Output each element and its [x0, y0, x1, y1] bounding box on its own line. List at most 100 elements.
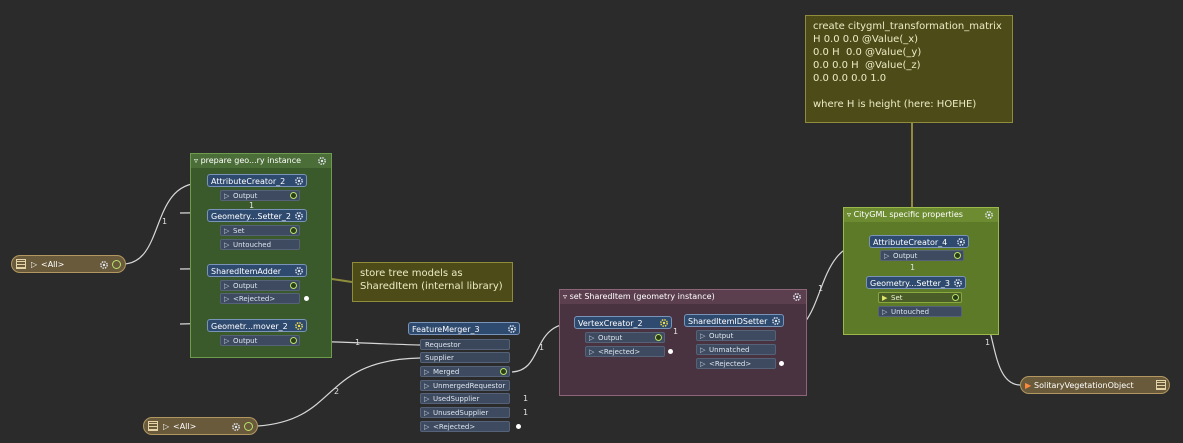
link-count: 1 — [523, 394, 529, 403]
port-label: Requestor — [425, 341, 461, 349]
port-label: Output — [233, 337, 258, 345]
play-arrow-icon[interactable]: ▷ — [163, 422, 170, 431]
gear-icon[interactable] — [294, 266, 304, 276]
annotation-tree-models[interactable]: store tree models as SharedItem (interna… — [352, 262, 513, 302]
port-label: <Rejected> — [598, 348, 641, 356]
transformer-geometryremover-2[interactable]: Geometr...mover_2 — [207, 319, 307, 332]
inspect-icon[interactable] — [290, 337, 297, 344]
bookmark-header[interactable]: ▿ prepare geo...ry instance — [191, 154, 331, 168]
port-output[interactable]: ▷ Output — [880, 250, 964, 261]
play-arrow-icon: ▷ — [224, 282, 230, 290]
play-arrow-icon: ▷ — [884, 252, 890, 260]
gear-icon[interactable] — [294, 211, 304, 221]
transformer-title: Geometr...mover_2 — [211, 322, 288, 331]
reader-label: <All> — [41, 260, 65, 269]
play-arrow-icon[interactable]: ▷ — [31, 260, 38, 269]
gear-icon[interactable] — [99, 260, 109, 270]
writer-solitary-vegetation-object[interactable]: ▶ SolitaryVegetationObject — [1020, 376, 1170, 394]
gear-icon[interactable] — [953, 278, 963, 288]
play-arrow-icon: ▷ — [224, 241, 230, 249]
annotation-transformation-matrix[interactable]: create citygml_transformation_matrix H 0… — [805, 15, 1013, 123]
transformer-shareditemadder[interactable]: SharedItemAdder — [207, 264, 307, 277]
gear-icon[interactable] — [507, 324, 517, 334]
play-arrow-icon[interactable]: ▶ — [1025, 381, 1032, 390]
inspect-icon[interactable] — [290, 227, 297, 234]
port-connector[interactable] — [779, 361, 784, 366]
port-connector[interactable] — [516, 424, 521, 429]
port-label: Output — [598, 334, 623, 342]
input-port-supplier[interactable]: Supplier — [420, 352, 510, 363]
link-count: 1 — [355, 338, 361, 347]
reader-all-bottom[interactable]: ▷ <All> — [143, 417, 258, 435]
inspect-icon[interactable] — [112, 260, 121, 269]
gear-icon[interactable] — [956, 237, 966, 247]
inspect-icon[interactable] — [290, 282, 297, 289]
port-set[interactable]: ▷ Set — [220, 225, 300, 236]
port-unused-supplier[interactable]: ▷ UnusedSupplier — [420, 407, 510, 418]
bookmark-header[interactable]: ▿ CityGML specific properties — [844, 208, 998, 222]
port-output[interactable]: ▷ Output — [696, 330, 776, 341]
gear-icon[interactable] — [317, 156, 327, 166]
inspect-icon[interactable] — [244, 422, 253, 431]
port-untouched[interactable]: ▷ Untouched — [220, 239, 300, 250]
port-rejected[interactable]: ▷ <Rejected> — [696, 358, 776, 369]
transformer-attributecreator-2[interactable]: AttributeCreator_2 — [207, 174, 307, 187]
port-connector[interactable] — [668, 349, 673, 354]
collapse-arrow-icon[interactable]: ▿ — [194, 156, 199, 165]
writer-label: SolitaryVegetationObject — [1034, 381, 1134, 390]
inspect-icon[interactable] — [500, 368, 507, 375]
collapse-arrow-icon[interactable]: ▿ — [847, 210, 852, 219]
gear-icon[interactable] — [984, 210, 994, 220]
port-output[interactable]: ▷ Output — [220, 190, 300, 201]
play-arrow-icon: ▷ — [424, 409, 430, 417]
gear-icon[interactable] — [792, 292, 802, 302]
port-rejected[interactable]: ▷ <Rejected> — [420, 421, 510, 432]
play-arrow-icon: ▷ — [224, 192, 230, 200]
play-arrow-icon: ▷ — [700, 360, 706, 368]
transformer-featuremerger-3[interactable]: FeatureMerger_3 — [408, 322, 520, 335]
transformer-geometrysetter-3[interactable]: Geometry...Setter_3 — [866, 276, 966, 289]
collapse-arrow-icon[interactable]: ▿ — [563, 292, 568, 301]
port-connector[interactable] — [304, 296, 309, 301]
port-unmerged-requestor[interactable]: ▷ UnmergedRequestor — [420, 380, 510, 391]
link-count: 1 — [818, 284, 824, 293]
port-set[interactable]: ▶ Set — [878, 292, 962, 303]
gear-icon[interactable] — [231, 422, 241, 432]
transformer-title: FeatureMerger_3 — [412, 325, 480, 334]
port-label: <Rejected> — [709, 360, 752, 368]
transformer-shareditemidsetter[interactable]: SharedItemIDSetter — [684, 314, 784, 327]
link-count: 1 — [249, 201, 255, 210]
gear-icon[interactable] — [294, 321, 304, 331]
port-output[interactable]: ▷ Output — [220, 280, 300, 291]
inspect-icon[interactable] — [952, 294, 959, 301]
port-merged[interactable]: ▷ Merged — [420, 366, 510, 377]
bookmark-header[interactable]: ▿ set SharedItem (geometry instance) — [560, 290, 806, 304]
port-label: Untouched — [891, 308, 930, 316]
transformer-title: SharedItemIDSetter — [688, 317, 768, 326]
port-label: Merged — [433, 368, 460, 376]
port-rejected[interactable]: ▷ <Rejected> — [220, 293, 300, 304]
port-label: Untouched — [233, 241, 272, 249]
inspect-icon[interactable] — [290, 192, 297, 199]
input-port-requestor[interactable]: Requestor — [420, 339, 510, 350]
port-output[interactable]: ▷ Output — [585, 332, 665, 343]
inspect-icon[interactable] — [954, 252, 961, 259]
port-rejected[interactable]: ▷ <Rejected> — [585, 346, 665, 357]
gear-icon[interactable] — [659, 318, 669, 328]
port-output[interactable]: ▷ Output — [220, 335, 300, 346]
port-used-supplier[interactable]: ▷ UsedSupplier — [420, 393, 510, 404]
port-untouched[interactable]: ▷ Untouched — [878, 306, 962, 317]
transformer-title: Geometry...Setter_2 — [211, 212, 291, 221]
link-count: 1 — [162, 217, 168, 226]
transformer-geometrysetter-2[interactable]: Geometry...Setter_2 — [207, 209, 307, 222]
link-count: 1 — [539, 343, 545, 352]
transformer-vertexcreator-2[interactable]: VertexCreator_2 — [574, 316, 672, 329]
bookmark-title: prepare geo...ry instance — [200, 156, 302, 165]
port-unmatched[interactable]: ▷ Unmatched — [696, 344, 776, 355]
inspect-icon[interactable] — [655, 334, 662, 341]
transformer-attributecreator-4[interactable]: AttributeCreator_4 — [869, 235, 969, 248]
gear-icon[interactable] — [294, 176, 304, 186]
gear-icon[interactable] — [771, 316, 781, 326]
reader-all-top[interactable]: ▷ <All> — [11, 255, 126, 273]
port-label: Set — [233, 227, 245, 235]
